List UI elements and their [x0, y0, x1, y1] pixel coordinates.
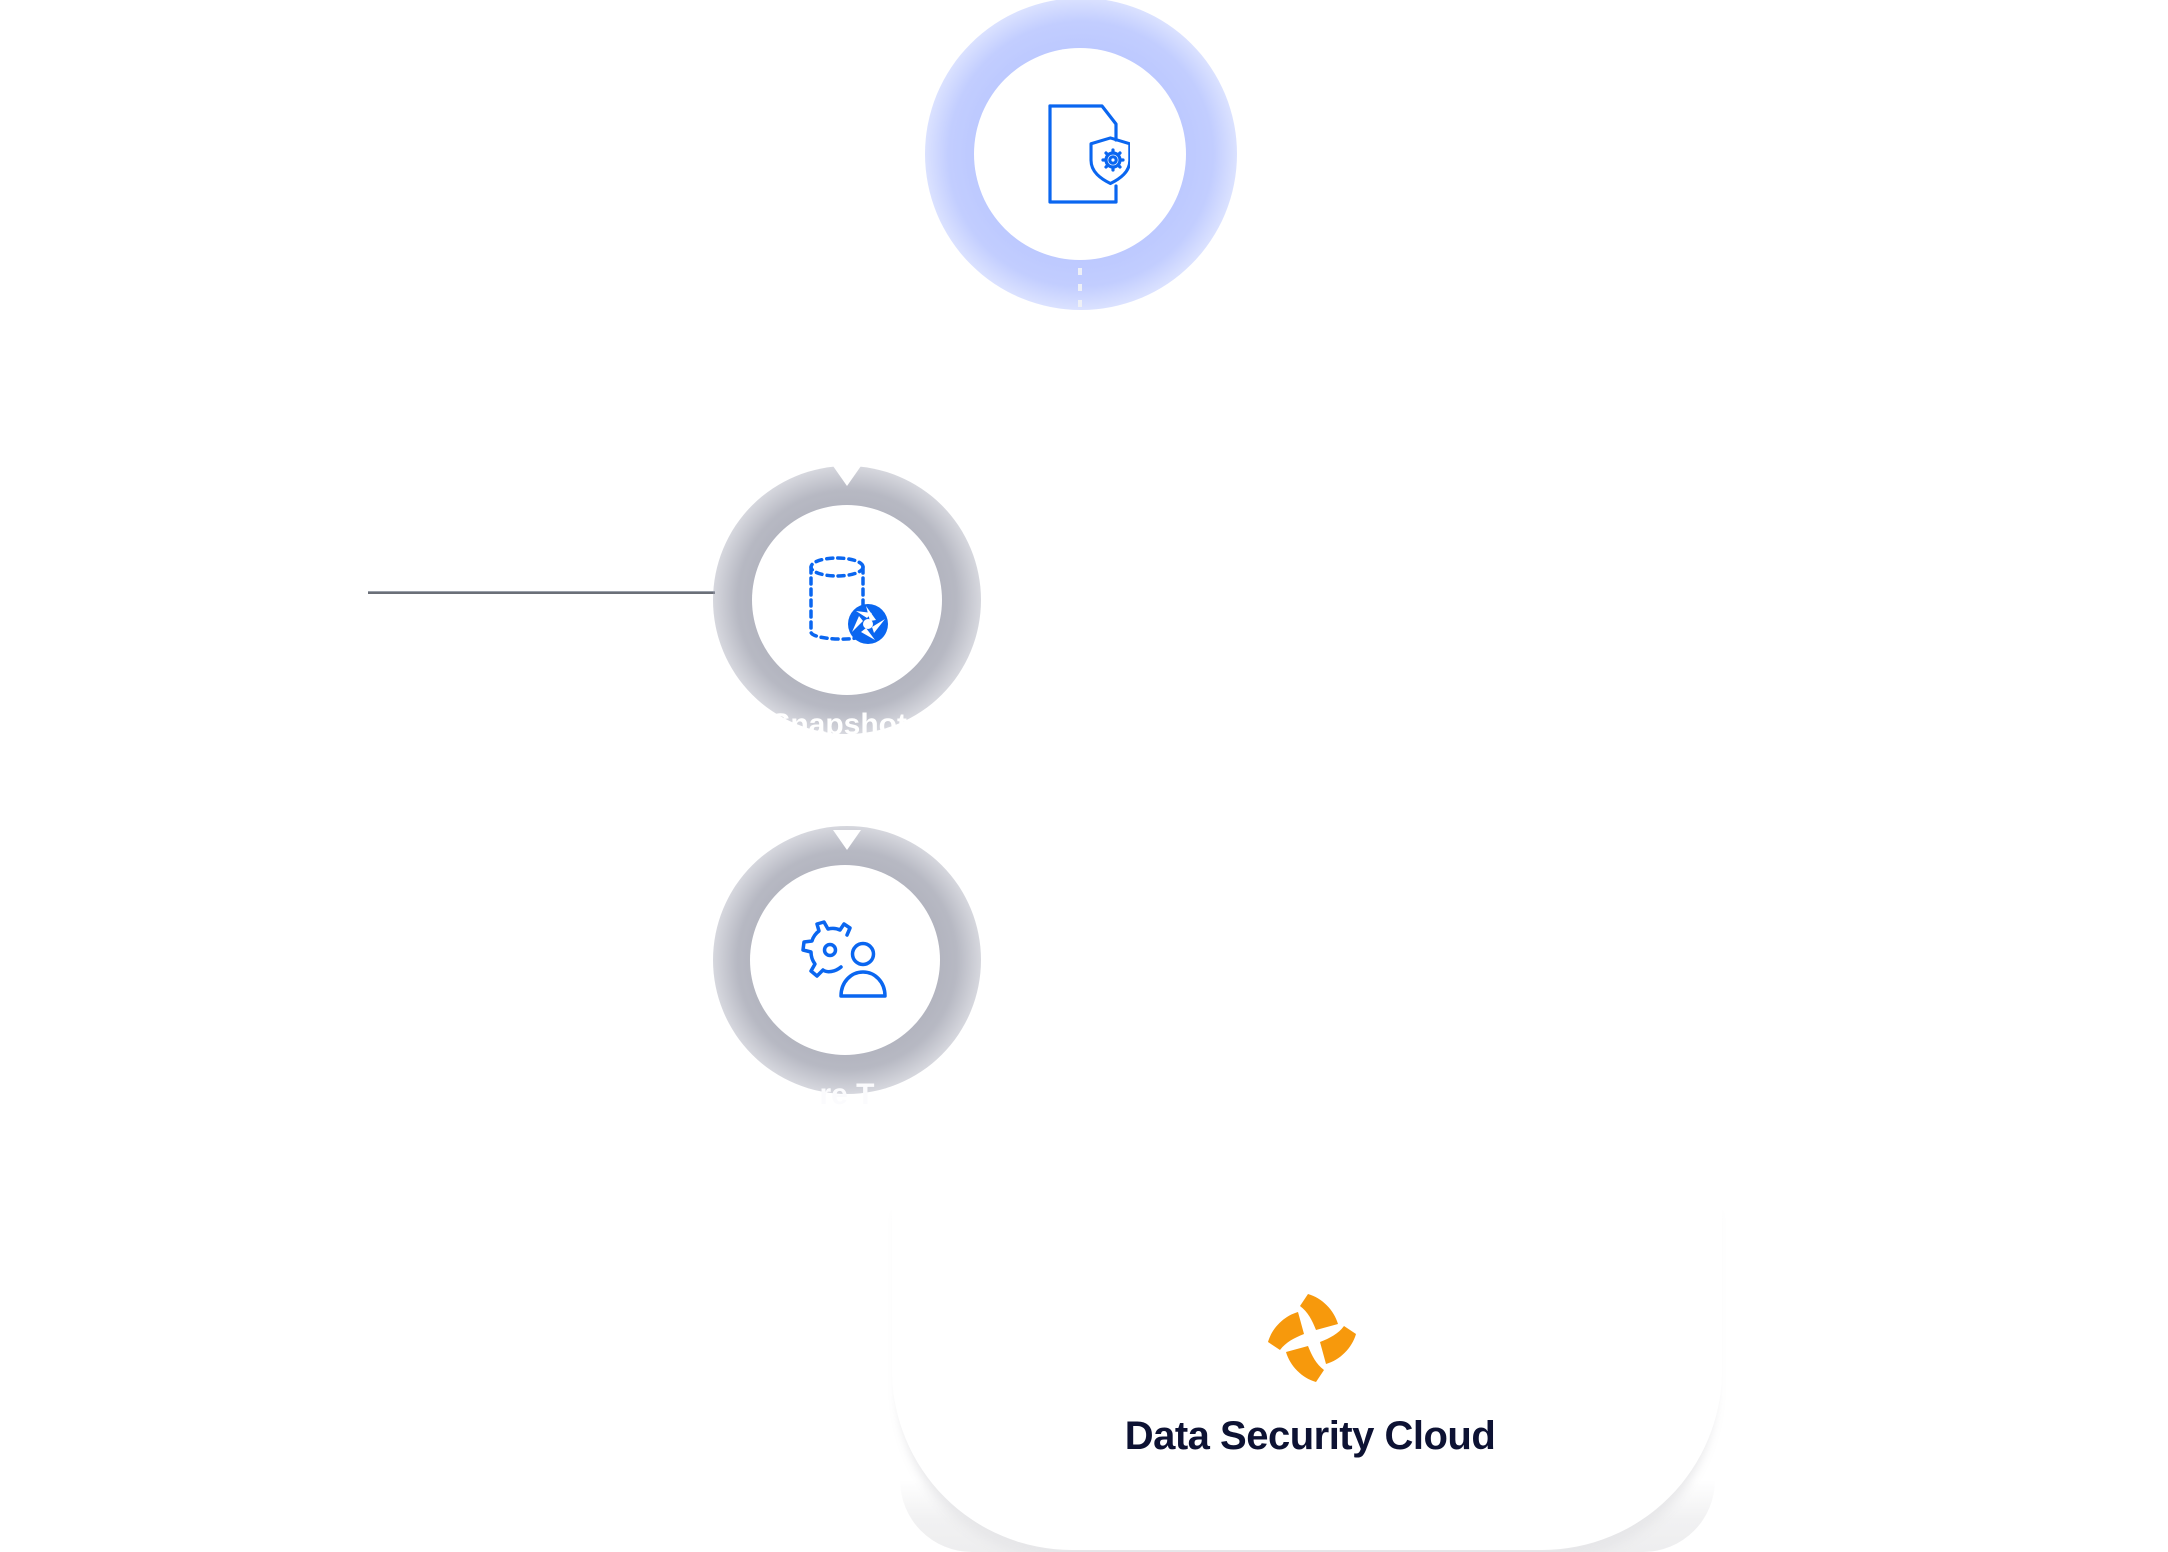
gear-user-icon — [801, 920, 887, 998]
arrow-down-icon — [833, 466, 861, 486]
document-shield-gear-icon — [1048, 104, 1130, 204]
arrow-down-icon — [833, 830, 861, 850]
team-node[interactable] — [750, 865, 940, 1055]
team-label: re T — [819, 1078, 875, 1111]
connector-dashed — [1078, 268, 1082, 312]
connector-line — [368, 591, 715, 594]
brand-title: Data Security Cloud — [1124, 1414, 1496, 1458]
snapshots-node[interactable] — [752, 505, 942, 695]
policy-node[interactable] — [974, 48, 1186, 260]
pinwheel-logo-icon — [1268, 1294, 1356, 1382]
database-snapshot-icon — [809, 556, 888, 644]
snapshots-label: Snapshots — [770, 708, 924, 741]
